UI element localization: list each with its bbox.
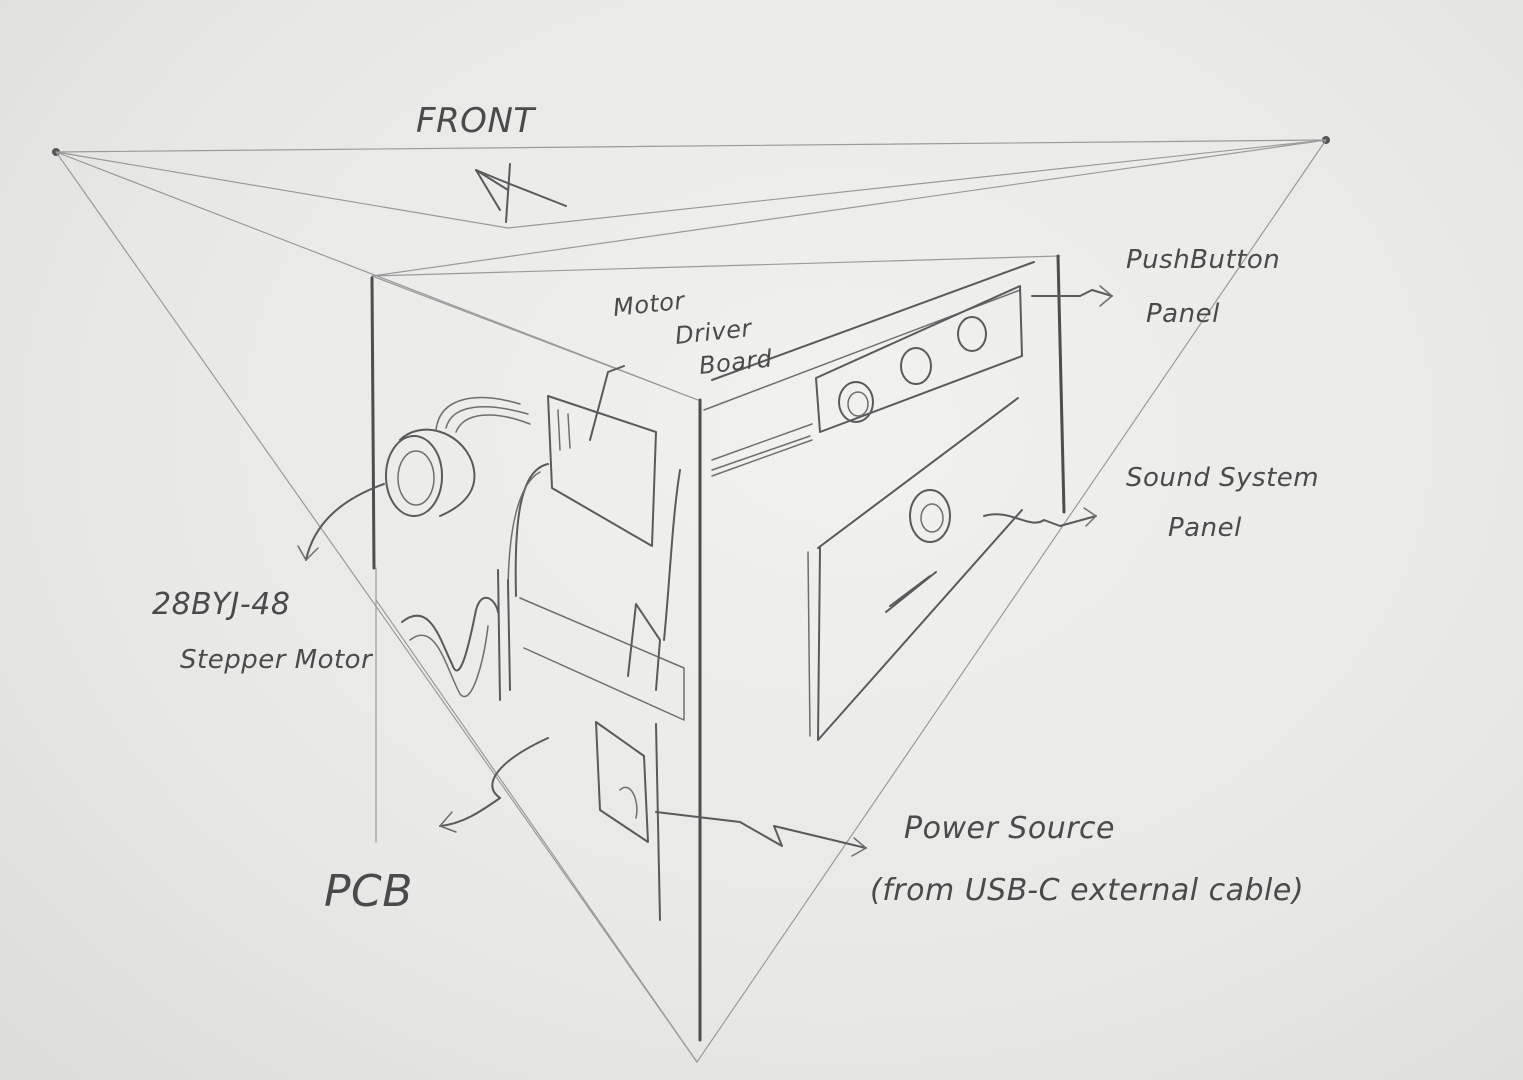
labels: FRONT Motor Driver Board PushButton Pane… — [152, 101, 1319, 917]
leader-pushbutton-arrowhead — [1099, 285, 1113, 307]
enclosure-top-right-edge — [711, 261, 1035, 381]
power-socket-plate — [595, 721, 649, 843]
stepper-motor-body — [399, 428, 476, 517]
stepper-motor-face — [385, 435, 443, 517]
pcb-wire-3 — [663, 469, 681, 641]
driver-board-pins — [557, 409, 571, 451]
guide-top-left — [371, 275, 699, 401]
pushbutton-panel-rail — [711, 423, 813, 477]
label-stepper-2: Stepper Motor — [180, 645, 374, 675]
enclosure-outline — [370, 254, 1066, 1042]
leader-stepper-arrowhead — [297, 545, 319, 561]
pcb-wire-1 — [401, 596, 499, 672]
guide-vp-left-top — [55, 151, 509, 229]
pcb-wire-2 — [409, 625, 489, 698]
enclosure-right-edge — [1056, 254, 1066, 514]
sound-system-panel — [807, 397, 1023, 741]
label-motor-driver-3: Board — [698, 344, 774, 380]
label-power-1: Power Source — [904, 811, 1115, 846]
enclosure-left-edge — [370, 276, 376, 570]
driver-board-cable-2 — [507, 471, 541, 597]
leader-arrows — [297, 285, 1113, 857]
pcb-assembly — [401, 469, 685, 721]
speaker-knob-inner — [920, 503, 944, 533]
power-socket-edge — [655, 723, 661, 921]
leader-stepper-motor — [305, 483, 385, 561]
leader-power-source — [655, 811, 867, 849]
push-button-2 — [900, 347, 932, 385]
leader-power-arrowhead — [851, 837, 867, 857]
push-button-1-inner — [847, 391, 869, 417]
label-motor-driver-2: Driver — [674, 314, 755, 350]
guide-vp-right-corner — [371, 139, 1327, 277]
perspective-guides — [52, 136, 1330, 1063]
push-button-1 — [838, 381, 874, 423]
front-arrow-head — [475, 163, 511, 223]
pcb-board-edge — [497, 569, 511, 701]
guide-vp-right-top — [507, 139, 1327, 229]
power-socket-port — [619, 786, 638, 819]
label-front: FRONT — [416, 101, 536, 141]
horizon-line — [55, 139, 1327, 153]
stepper-motor — [385, 396, 531, 517]
sound-panel-frame — [817, 397, 1023, 741]
guide-bottom-left-edge — [375, 599, 698, 1063]
power-socket — [595, 721, 661, 921]
leader-pcb-arrowhead — [439, 811, 457, 833]
pushbutton-panel-plate — [815, 285, 1023, 433]
label-pushbutton-2: Panel — [1146, 299, 1220, 329]
label-pcb: PCB — [324, 866, 413, 917]
leader-sound-arrowhead — [1083, 507, 1097, 527]
motor-driver-board — [507, 395, 657, 597]
label-power-2: (from USB-C external cable) — [870, 873, 1304, 908]
speaker-slot — [885, 571, 937, 613]
pcb-connector — [627, 603, 661, 691]
leader-pushbutton-panel — [1031, 289, 1113, 297]
pushbutton-panel — [711, 285, 1023, 477]
label-stepper-1: 28BYJ-48 — [152, 587, 290, 622]
leader-sound-panel — [983, 513, 1097, 527]
label-sound-2: Panel — [1168, 513, 1242, 543]
guide-top-back — [371, 255, 1061, 277]
speaker-knob — [909, 489, 951, 543]
leader-driver-board — [589, 365, 625, 441]
driver-board-cable — [514, 463, 549, 597]
stepper-motor-shaft — [397, 450, 435, 506]
sound-panel-side — [807, 551, 811, 737]
label-sound-1: Sound System — [1126, 463, 1319, 493]
stepper-motor-wires — [435, 396, 531, 433]
driver-board-plate — [547, 395, 657, 547]
pcb-board — [519, 597, 685, 721]
push-button-3 — [957, 316, 987, 352]
leader-pcb — [439, 737, 549, 827]
front-arrow — [475, 163, 567, 223]
label-motor-driver-1: Motor — [612, 286, 688, 322]
front-arrow-shaft — [475, 169, 567, 207]
guide-vp-right-bottom — [696, 139, 1327, 1063]
label-pushbutton-1: PushButton — [1126, 245, 1280, 275]
